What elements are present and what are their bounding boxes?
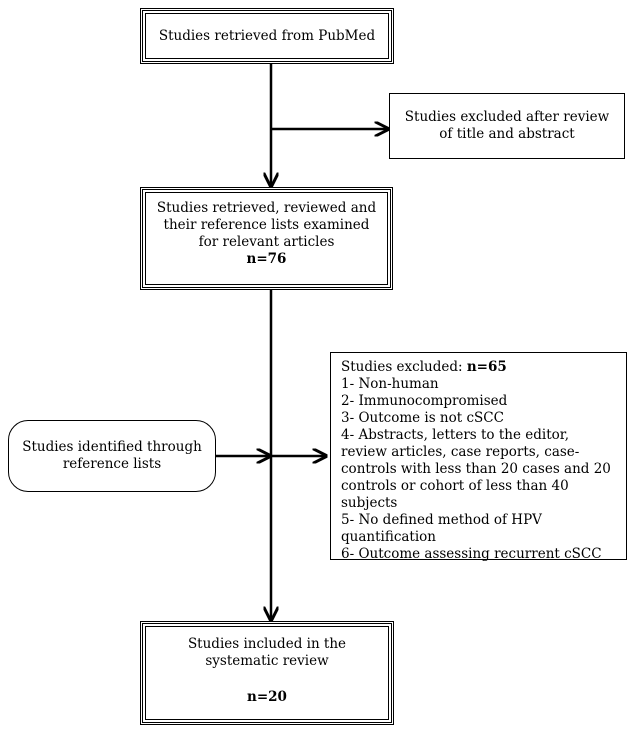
exclusion-criteria-list: 1- Non-human 2- Immunocompromised 3- Out…: [341, 376, 618, 563]
included-box-count: n=20: [247, 689, 287, 705]
exclusion-item: 6- Outcome assessing recurrent cSCC: [341, 546, 602, 562]
identified-box: Studies identified through reference lis…: [8, 420, 216, 492]
reviewed-box-count: n=76: [246, 251, 287, 267]
included-box: Studies included in the systematic revie…: [140, 621, 394, 725]
reviewed-box: Studies retrieved, reviewed and their re…: [140, 187, 393, 290]
included-box-text: Studies included in the systematic revie…: [187, 636, 347, 669]
excluded-title-box: Studies excluded after review of title a…: [389, 93, 625, 159]
exclusion-item: 1- Non-human: [341, 376, 439, 392]
excluded-box-heading-text: Studies excluded:: [341, 359, 467, 375]
exclusion-item: 2- Immunocompromised: [341, 393, 508, 409]
reviewed-box-text: Studies retrieved, reviewed and their re…: [156, 200, 377, 250]
pubmed-box: Studies retrieved from PubMed: [140, 8, 394, 64]
exclusion-item: 4- Abstracts, letters to the editor, rev…: [341, 427, 611, 511]
identified-box-text: Studies identified through reference lis…: [22, 439, 202, 472]
pubmed-box-text: Studies retrieved from PubMed: [158, 27, 376, 44]
exclusion-item: 5- No defined method of HPV quantificati…: [341, 512, 542, 545]
exclusion-item: 3- Outcome is not cSCC: [341, 410, 504, 426]
excluded-box-heading: Studies excluded: n=65: [341, 359, 618, 376]
excluded-box: Studies excluded: n=65 1- Non-human 2- I…: [330, 352, 627, 563]
excluded-title-box-text: Studies excluded after review of title a…: [404, 109, 610, 142]
excluded-box-count: n=65: [466, 359, 507, 375]
